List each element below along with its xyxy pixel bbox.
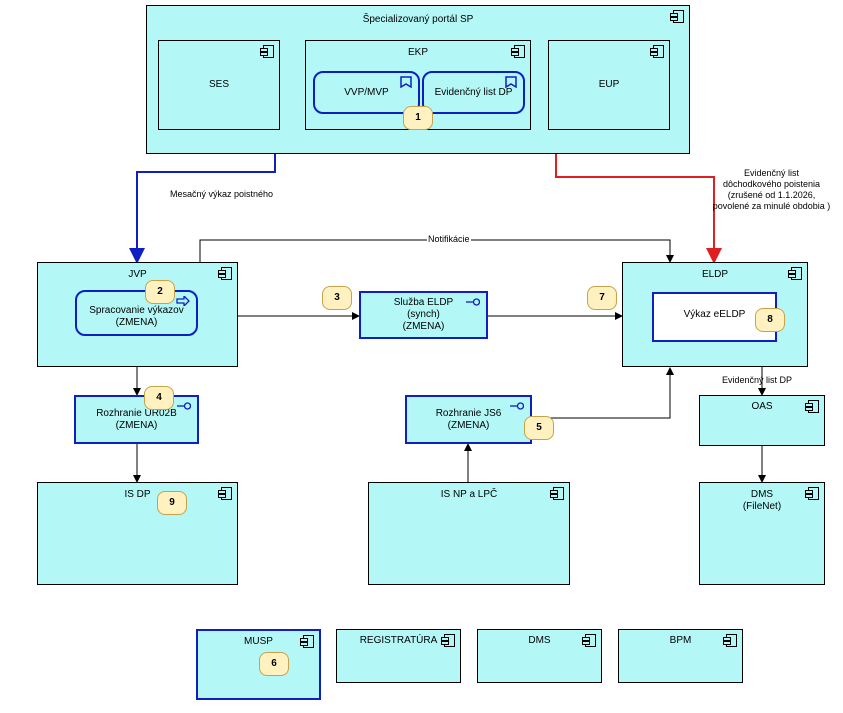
vykaz-eeldp-title: Výkaz eELDP xyxy=(683,309,746,320)
badge-8: 8 xyxy=(755,308,785,332)
portal-title: Špecializovaný portál SP xyxy=(362,14,474,25)
component-icon xyxy=(218,487,232,500)
component-icon xyxy=(260,45,274,58)
component-icon xyxy=(441,634,455,647)
vvp-title: VVP/MVP xyxy=(344,86,389,98)
dms-title: DMS xyxy=(528,635,551,646)
rozhranie-ur02b-title: Rozhranie UR02B (ZMENA) xyxy=(96,407,177,431)
badge-7: 7 xyxy=(587,286,617,310)
edge-mesacny-vykaz xyxy=(129,154,276,264)
badge-6: 6 xyxy=(259,652,289,676)
rozhranie-ur02b-interface[interactable]: Rozhranie UR02B (ZMENA) xyxy=(74,395,199,444)
dms-component[interactable]: DMS xyxy=(477,629,602,683)
component-icon xyxy=(723,634,737,647)
ses-component[interactable]: SES xyxy=(158,40,280,130)
component-icon xyxy=(788,267,802,280)
label-evidencny-dp: Evidenčný list DP xyxy=(722,375,793,385)
interface-icon xyxy=(510,402,524,410)
musp-title: MUSP xyxy=(244,636,273,647)
component-icon xyxy=(650,45,664,58)
flag-icon xyxy=(400,76,412,88)
eup-component[interactable]: EUP xyxy=(548,40,670,130)
registratura-title: REGISTRATÚRA xyxy=(359,635,438,646)
edge-js6-eldp xyxy=(532,367,674,419)
rozhranie-js6-interface[interactable]: Rozhranie JS6 (ZMENA) xyxy=(405,395,532,444)
dms-filenet-component[interactable]: DMS (FileNet) xyxy=(699,482,825,585)
evidencny-list-title: Evidenčný list DP xyxy=(434,86,513,98)
component-icon xyxy=(511,45,525,58)
badge-2: 2 xyxy=(145,280,175,304)
jvp-component[interactable]: JVP xyxy=(37,262,238,367)
bpm-title: BPM xyxy=(669,635,692,646)
flag-icon xyxy=(505,76,517,88)
component-icon xyxy=(550,487,564,500)
ekp-title: EKP xyxy=(407,47,428,58)
vvp-mvp-process[interactable]: VVP/MVP xyxy=(313,71,420,114)
label-notifikacie: Notifikácie xyxy=(427,234,471,245)
component-icon xyxy=(300,635,314,648)
edge-evidencny-list xyxy=(555,154,722,264)
jvp-title: JVP xyxy=(128,269,147,280)
badge-3: 3 xyxy=(322,286,352,310)
bpm-component[interactable]: BPM xyxy=(618,629,743,683)
badge-5: 5 xyxy=(524,416,554,440)
interface-icon xyxy=(466,298,480,306)
badge-1: 1 xyxy=(403,106,433,130)
component-icon xyxy=(218,267,232,280)
eldp-title: ELDP xyxy=(701,269,729,280)
component-icon xyxy=(805,400,819,413)
arrow-right-icon xyxy=(176,296,190,306)
oas-title: OAS xyxy=(751,401,773,412)
sluzba-eldp-interface[interactable]: Služba ELDP (synch) (ZMENA) xyxy=(359,291,488,339)
is-dp-component[interactable]: IS DP xyxy=(37,482,238,585)
is-np-component[interactable]: IS NP a LPČ xyxy=(368,482,570,585)
is-np-title: IS NP a LPČ xyxy=(440,489,498,500)
badge-4: 4 xyxy=(144,386,174,410)
badge-9: 9 xyxy=(157,491,187,515)
component-icon xyxy=(582,634,596,647)
dms-filenet-title: DMS (FileNet) xyxy=(742,489,782,512)
is-dp-title: IS DP xyxy=(124,489,151,500)
label-evidencny-note: Evidenčný list dôchodkového poistenia (z… xyxy=(712,168,831,211)
rozhranie-js6-title: Rozhranie JS6 (ZMENA) xyxy=(435,407,502,431)
oas-component[interactable]: OAS xyxy=(699,395,825,446)
musp-component[interactable]: MUSP xyxy=(196,629,321,700)
component-icon xyxy=(670,10,684,23)
registratura-component[interactable]: REGISTRATÚRA xyxy=(336,629,461,683)
ses-title: SES xyxy=(208,79,229,90)
sluzba-eldp-title: Služba ELDP (synch) (ZMENA) xyxy=(393,297,454,332)
component-icon xyxy=(805,487,819,500)
evidencny-list-process[interactable]: Evidenčný list DP xyxy=(422,71,525,114)
interface-icon xyxy=(177,402,191,410)
spracovanie-title: Spracovanie výkazov (ZMENA) xyxy=(89,305,184,329)
eup-title: EUP xyxy=(598,79,620,90)
label-mesacny-vykaz: Mesačný výkaz poistného xyxy=(170,189,274,199)
spracovanie-process[interactable]: Spracovanie výkazov (ZMENA) xyxy=(75,290,198,336)
